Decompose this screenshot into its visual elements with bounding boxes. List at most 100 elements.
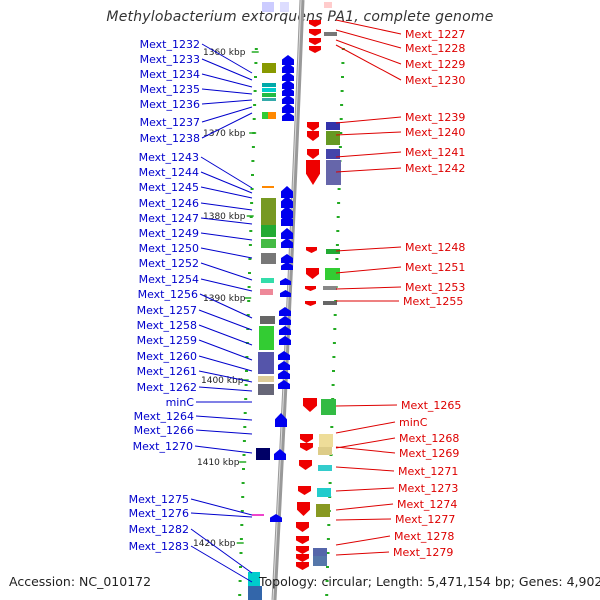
reverse-gene-leader <box>335 44 402 81</box>
forward-gene-label[interactable]: Mext_1247 <box>139 212 199 225</box>
reverse-gene-label[interactable]: Mext_1273 <box>398 482 458 495</box>
forward-gene-arrow <box>282 55 294 65</box>
reverse-gene-feature <box>323 301 337 305</box>
reverse-gene-feature <box>319 434 333 447</box>
reverse-gene-label[interactable]: Mext_1239 <box>405 111 465 124</box>
forward-gene-leader <box>200 171 253 194</box>
reverse-gene-arrow <box>305 286 316 291</box>
forward-gene-label[interactable]: Mext_1256 <box>138 288 198 301</box>
forward-gene-label[interactable]: Mext_1282 <box>129 523 189 536</box>
forward-gene-label[interactable]: Mext_1234 <box>140 68 200 81</box>
reverse-gene-feature <box>317 488 331 497</box>
reverse-gene-leader <box>335 404 398 407</box>
forward-gene-label[interactable]: Mext_1259 <box>137 334 197 347</box>
reverse-gene-arrow <box>297 502 310 516</box>
forward-gene-label[interactable]: Mext_1250 <box>139 242 199 255</box>
forward-gene-arrow <box>281 254 293 263</box>
forward-gene-label[interactable]: minC <box>166 396 195 409</box>
forward-gene-label[interactable]: Mext_1262 <box>137 381 197 394</box>
forward-gene-leader <box>200 202 253 211</box>
forward-gene-leader <box>190 545 253 583</box>
forward-gene-arrow <box>282 103 294 113</box>
forward-gene-leader <box>195 415 253 421</box>
reverse-gene-label[interactable]: Mext_1240 <box>405 126 465 139</box>
forward-gene-label[interactable]: Mext_1249 <box>139 227 199 240</box>
forward-gene-feature <box>260 289 273 295</box>
forward-gene-label[interactable]: Mext_1283 <box>129 540 189 553</box>
forward-gene-label[interactable]: Mext_1252 <box>139 257 199 270</box>
forward-gene-arrow <box>281 206 293 218</box>
accession-text: Accession: NC_010172 <box>9 574 152 589</box>
forward-gene-leader <box>201 88 253 95</box>
reverse-gene-feature <box>326 160 341 185</box>
reverse-gene-label[interactable]: Mext_1269 <box>399 447 459 460</box>
forward-gene-label[interactable]: Mext_1238 <box>140 132 200 145</box>
forward-gene-feature <box>262 93 276 97</box>
reverse-gene-label[interactable]: Mext_1242 <box>405 162 465 175</box>
reverse-gene-label[interactable]: Mext_1277 <box>395 513 455 526</box>
forward-gene-label[interactable]: Mext_1275 <box>129 493 189 506</box>
forward-gene-arrow <box>281 186 293 198</box>
forward-gene-arrow <box>281 262 293 270</box>
reverse-gene-feature <box>326 122 340 130</box>
forward-gene-label[interactable]: Mext_1254 <box>139 273 199 286</box>
forward-gene-label[interactable]: Mext_1260 <box>137 350 197 363</box>
forward-gene-leader <box>190 528 253 574</box>
forward-gene-label[interactable]: Mext_1276 <box>129 507 189 520</box>
forward-gene-arrow <box>282 112 294 121</box>
forward-gene-label[interactable]: Mext_1245 <box>139 181 199 194</box>
reverse-gene-leader <box>335 518 392 521</box>
forward-gene-label[interactable]: Mext_1266 <box>134 424 194 437</box>
reverse-gene-arrow <box>306 247 317 253</box>
forward-gene-label[interactable]: Mext_1232 <box>140 38 200 51</box>
forward-gene-label[interactable]: Mext_1244 <box>139 166 199 179</box>
forward-gene-arrow <box>279 326 291 335</box>
forward-gene-leader <box>198 386 253 392</box>
reverse-gene-label[interactable]: Mext_1253 <box>405 281 465 294</box>
reverse-gene-label[interactable]: Mext_1229 <box>405 58 465 71</box>
forward-gene-feature <box>261 253 276 264</box>
reverse-gene-label[interactable]: Mext_1265 <box>401 399 461 412</box>
forward-gene-label[interactable]: Mext_1270 <box>133 440 193 453</box>
forward-gene-label[interactable]: Mext_1257 <box>137 304 197 317</box>
reverse-gene-label[interactable]: Mext_1251 <box>405 261 465 274</box>
reverse-gene-arrow <box>309 29 321 36</box>
forward-gene-label[interactable]: Mext_1233 <box>140 53 200 66</box>
reverse-gene-label[interactable]: Mext_1278 <box>394 530 454 543</box>
reverse-gene-label[interactable]: Mext_1230 <box>405 74 465 87</box>
reverse-gene-label[interactable]: Mext_1279 <box>393 546 453 559</box>
forward-gene-leader <box>198 324 253 346</box>
forward-gene-leader <box>201 58 253 81</box>
reverse-gene-label[interactable]: Mext_1241 <box>405 146 465 159</box>
reverse-gene-leader <box>335 503 394 511</box>
forward-gene-feature <box>258 376 274 382</box>
reverse-gene-label[interactable]: Mext_1255 <box>403 295 463 308</box>
forward-gene-label[interactable]: Mext_1236 <box>140 98 200 111</box>
forward-gene-label[interactable]: Mext_1258 <box>137 319 197 332</box>
forward-gene-label[interactable]: Mext_1246 <box>139 197 199 210</box>
forward-gene-leader <box>201 99 253 105</box>
reverse-gene-labels: Mext_1227Mext_1228Mext_1229Mext_1230Mext… <box>335 19 465 559</box>
forward-gene-label[interactable]: Mext_1264 <box>134 410 194 423</box>
reverse-gene-label[interactable]: Mext_1271 <box>398 465 458 478</box>
reverse-gene-leader <box>335 487 395 492</box>
reverse-gene-leader <box>335 466 395 472</box>
reverse-gene-label[interactable]: Mext_1268 <box>399 432 459 445</box>
forward-gene-feature <box>261 239 276 248</box>
forward-gene-arrow <box>281 196 293 208</box>
reverse-gene-label[interactable]: minC <box>399 416 428 429</box>
reverse-gene-leader <box>335 246 402 252</box>
reverse-gene-label[interactable]: Mext_1248 <box>405 241 465 254</box>
forward-gene-feature <box>268 112 276 119</box>
forward-gene-label[interactable]: Mext_1237 <box>140 116 200 129</box>
forward-gene-label[interactable]: Mext_1261 <box>137 365 197 378</box>
forward-gene-arrow <box>279 336 291 345</box>
reverse-gene-label[interactable]: Mext_1227 <box>405 28 465 41</box>
reverse-gene-arrow <box>300 443 313 451</box>
length-value: Length: 5,471,154 bp <box>368 574 511 589</box>
forward-gene-label[interactable]: Mext_1243 <box>139 151 199 164</box>
reverse-gene-label[interactable]: Mext_1274 <box>397 498 457 511</box>
reverse-gene-label[interactable]: Mext_1228 <box>405 42 465 55</box>
forward-gene-label[interactable]: Mext_1235 <box>140 83 200 96</box>
